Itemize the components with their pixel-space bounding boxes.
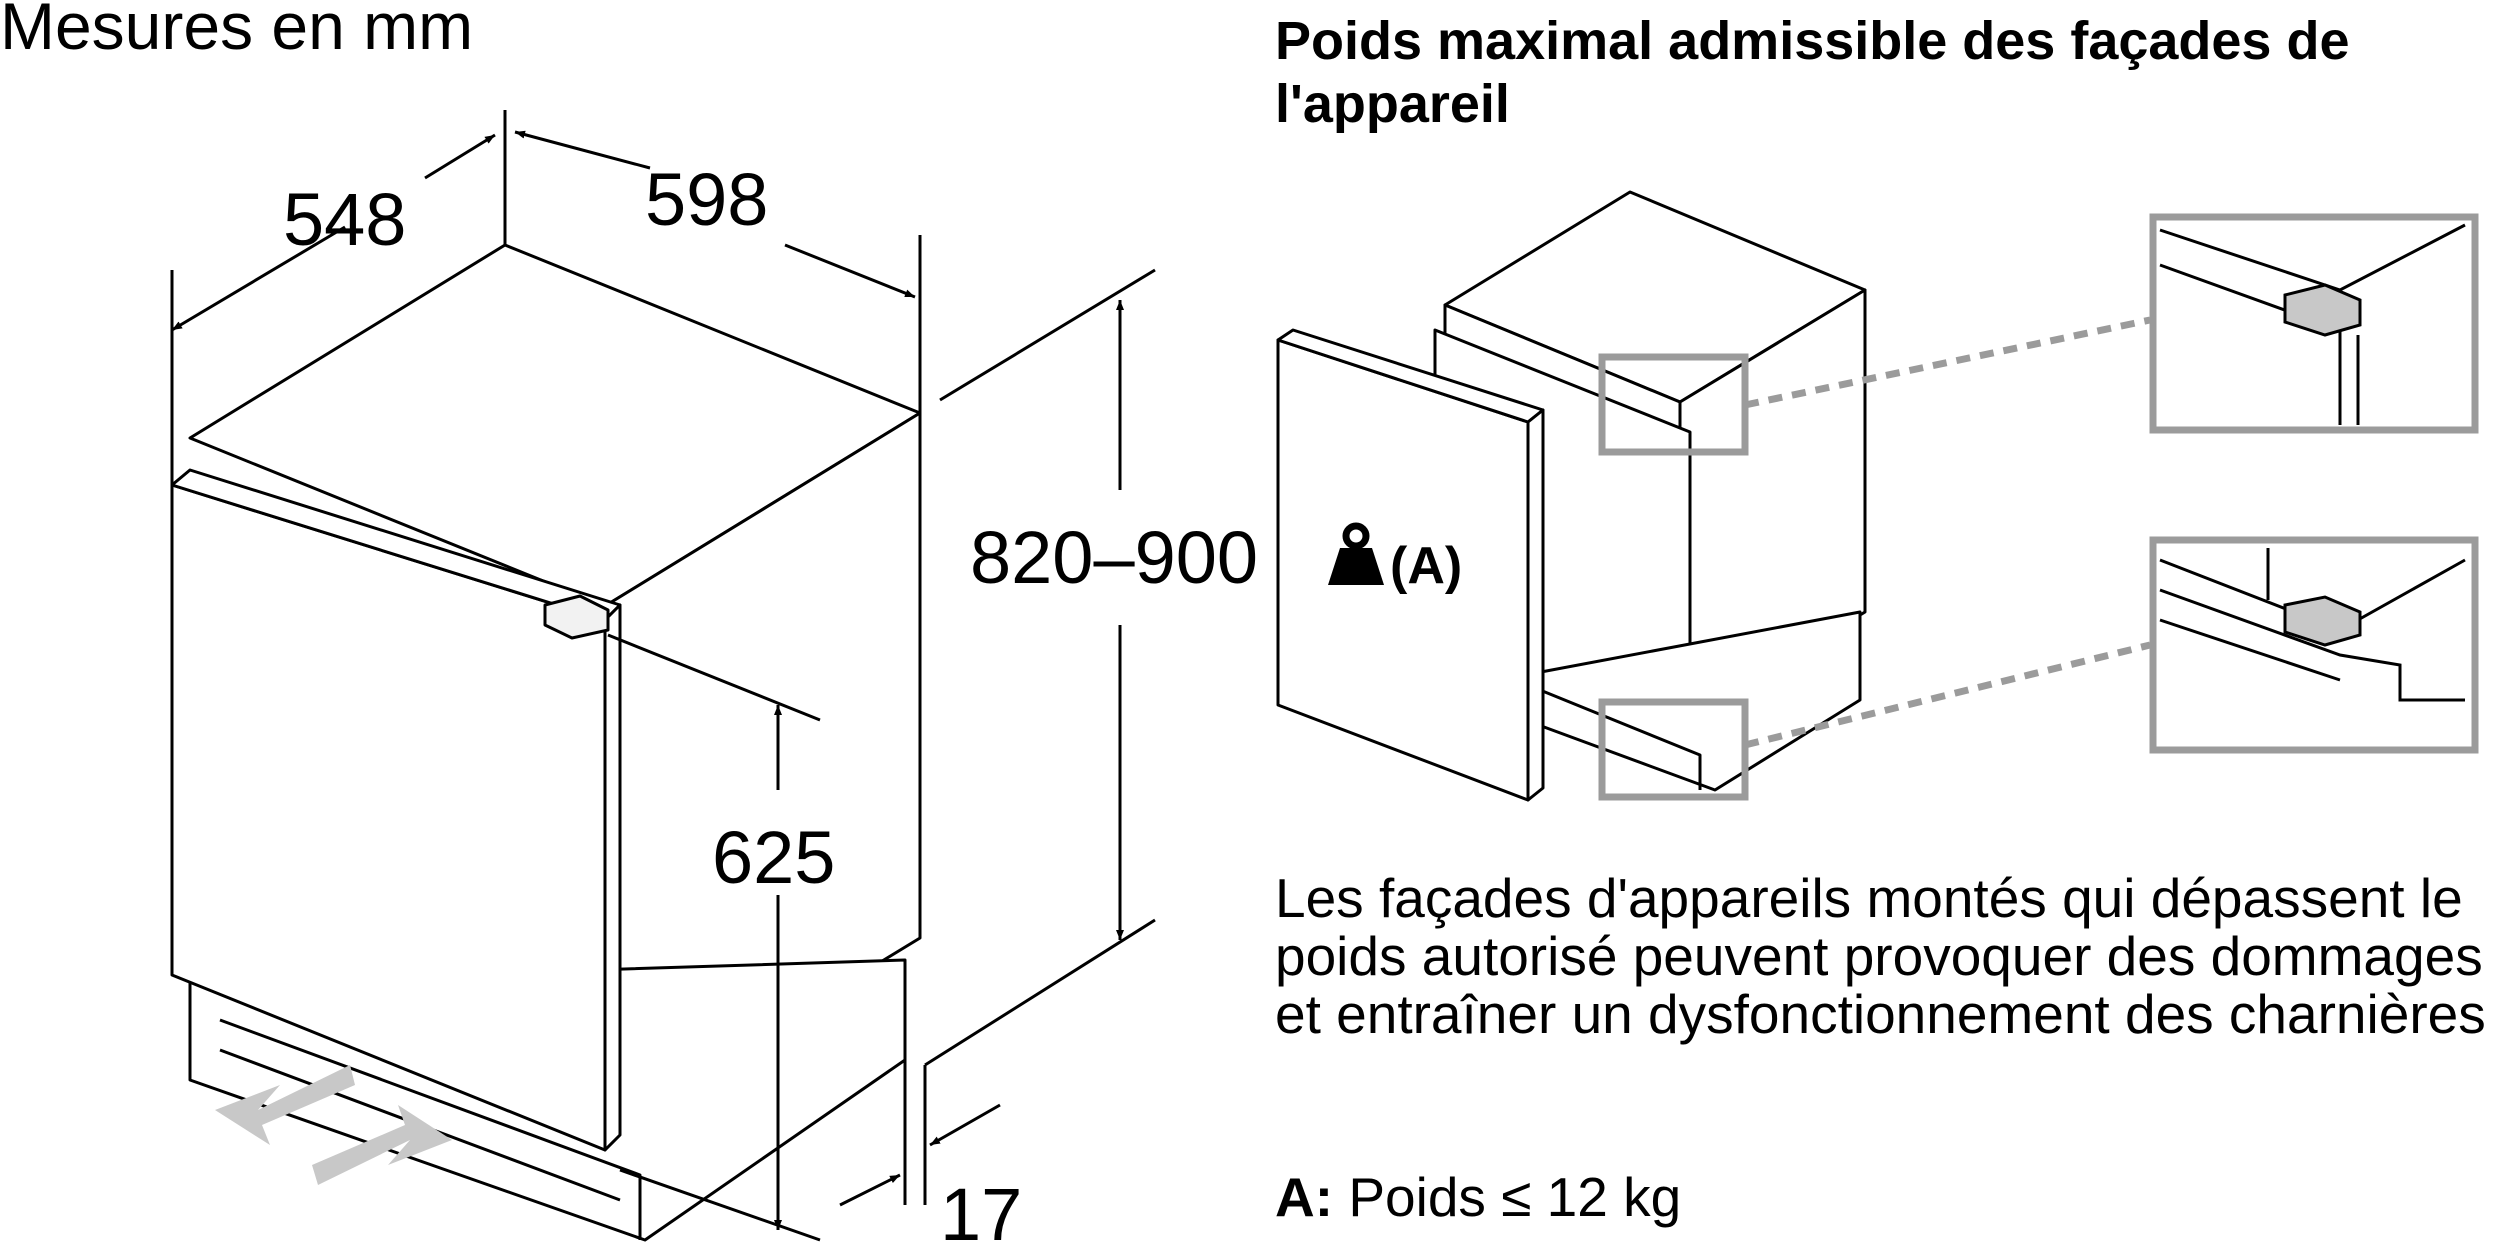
width-label: 598 — [645, 158, 768, 241]
airflow-out-arrow — [215, 1065, 355, 1145]
door-height-label: 625 — [712, 816, 835, 899]
detail-connectors — [1744, 316, 2151, 749]
dimension-arrows — [171, 130, 1124, 1230]
width-arrow-b — [784, 243, 916, 299]
width-arrow-a — [514, 130, 651, 170]
depth-label: 548 — [283, 178, 406, 261]
hinge-block — [543, 594, 610, 640]
offset-label: 17 — [940, 1173, 1022, 1247]
depth-arrow-a — [171, 225, 346, 332]
bottom-hinge-frame — [1598, 698, 1749, 801]
offset-arrow-a — [839, 1173, 901, 1207]
bottom-hinge-detail-frame — [2149, 536, 2479, 754]
height-range-label: 820–900 — [970, 516, 1258, 599]
weight-note-text: Poids ≤ 12 kg — [1333, 1166, 1682, 1228]
weight-warning: Les façades d'appareils montés qui dépas… — [1275, 867, 2486, 1045]
weight-heading: Poids maximal admissible des façades de … — [1275, 11, 2350, 135]
weight-note: A: Poids ≤ 12 kg — [1275, 1165, 1681, 1229]
weight-icon — [1328, 522, 1384, 585]
weight-symbol-label: (A) — [1390, 537, 1462, 595]
depth-arrow-b — [424, 133, 496, 180]
bottom-hinge-detail — [2159, 548, 2466, 702]
appliance-dimension-drawing — [170, 110, 1156, 1242]
weight-note-key: A: — [1275, 1166, 1334, 1228]
top-hinge-detail — [2159, 223, 2466, 425]
top-hinge-detail-frame — [2149, 213, 2479, 434]
offset-arrow-b — [929, 1103, 1001, 1147]
weight-diagram — [1276, 190, 1867, 802]
airflow-arrows — [215, 1065, 452, 1185]
units-label: Mesures en mm — [0, 0, 474, 63]
airflow-in-arrow — [312, 1105, 452, 1185]
